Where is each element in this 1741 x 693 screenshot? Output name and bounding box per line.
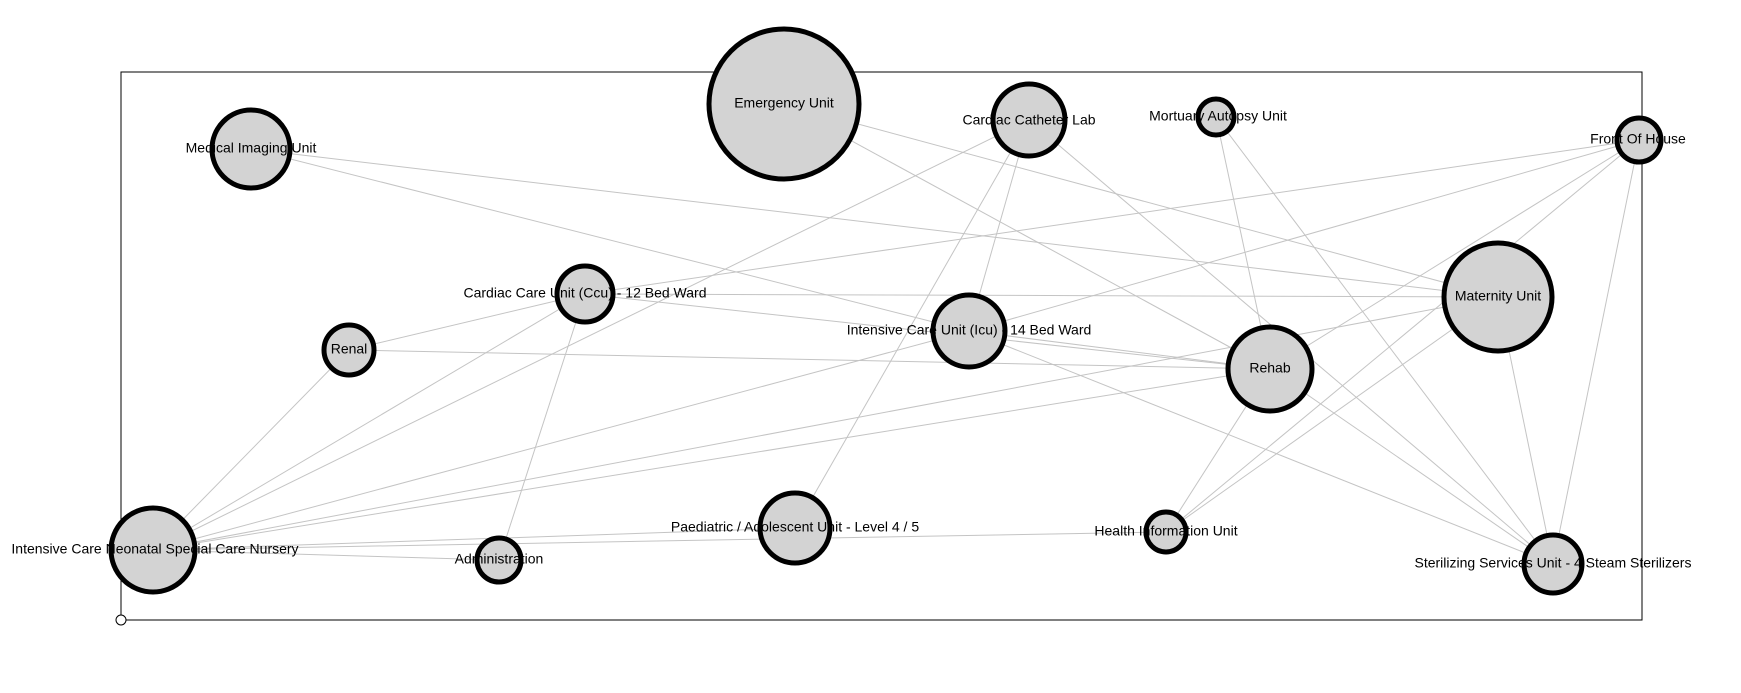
node-front-of-house[interactable]: Front Of House [1590,115,1686,165]
edge-mortuary-sterilizing [1215,116,1554,565]
node-circle-front-of-house[interactable] [1614,115,1664,165]
node-mortuary[interactable]: Mortuary Autopsy Unit [1149,96,1287,138]
edge-medical-imaging-icu [250,148,970,332]
frame-corner-handle[interactable] [115,614,127,626]
node-circle-administration[interactable] [474,535,524,585]
node-label-front-of-house: Front Of House [1590,131,1686,147]
edge-ccu-renal [348,293,586,351]
node-circle-medical-imaging[interactable] [209,107,293,191]
edge-emergency-rehab [783,103,1271,370]
edge-cardiac-cath-nicu [152,119,1030,551]
edge-ccu-administration [498,293,586,561]
node-label-ccu: Cardiac Care Unit (Ccu) - 12 Bed Ward [463,285,706,301]
edge-emergency-maternity [783,103,1499,298]
edge-icu-nicu [152,330,970,551]
edge-icu-sterilizing [968,330,1554,565]
node-label-rehab: Rehab [1249,360,1290,376]
node-label-medical-imaging: Medical Imaging Unit [186,140,317,156]
node-circle-mortuary[interactable] [1195,96,1237,138]
node-emergency[interactable]: Emergency Unit [706,26,862,182]
node-label-cardiac-cath: Cardiac Catheter Lab [962,112,1095,128]
node-maternity[interactable]: Maternity Unit [1441,240,1555,354]
node-label-renal: Renal [331,341,368,357]
edge-front-of-house-health-info [1165,139,1640,533]
edge-nicu-administration [152,549,500,561]
diagram-frame [120,71,1643,621]
node-cardiac-cath[interactable]: Cardiac Catheter Lab [962,81,1096,159]
edge-rehab-sterilizing [1269,368,1554,565]
node-label-health-info: Health Information Unit [1094,523,1237,539]
edge-front-of-house-rehab [1269,139,1640,370]
node-label-nicu: Intensive Care Neonatal Special Care Nur… [11,541,298,557]
node-medical-imaging[interactable]: Medical Imaging Unit [186,107,317,191]
node-circle-health-info[interactable] [1143,509,1189,555]
edge-front-of-house-icu [968,139,1640,332]
edge-front-of-house-ccu [584,139,1640,295]
edge-nicu-health-info [152,531,1167,551]
edge-ccu-rehab [584,293,1271,370]
edge-rehab-nicu [152,368,1271,551]
node-rehab[interactable]: Rehab [1225,324,1315,414]
edge-cardiac-cath-paediatric [794,119,1030,529]
node-administration[interactable]: Administration [455,535,544,585]
node-circle-icu[interactable] [930,292,1008,370]
edge-renal-nicu [152,349,350,551]
edge-front-of-house-sterilizing [1552,139,1640,565]
node-circle-nicu[interactable] [108,505,198,595]
node-circle-renal[interactable] [321,322,377,378]
node-paediatric[interactable]: Paediatric / Adolescent Unit - Level 4 /… [671,490,919,566]
node-circle-paediatric[interactable] [757,490,833,566]
node-label-emergency: Emergency Unit [734,95,834,111]
edge-icu-rehab [968,330,1271,370]
edge-renal-rehab [348,349,1271,370]
node-circle-ccu[interactable] [554,263,616,325]
edge-maternity-health-info [1165,296,1499,533]
node-label-mortuary: Mortuary Autopsy Unit [1149,108,1287,124]
edge-nicu-paediatric [152,527,796,551]
node-label-paediatric: Paediatric / Adolescent Unit - Level 4 /… [671,519,919,535]
node-label-administration: Administration [455,551,544,567]
node-circle-rehab[interactable] [1225,324,1315,414]
edge-medical-imaging-maternity [250,148,1499,298]
node-label-sterilizing: Sterilizing Services Unit - 4 Steam Ster… [1415,555,1692,571]
node-circle-emergency[interactable] [706,26,862,182]
node-circle-maternity[interactable] [1441,240,1555,354]
node-sterilizing[interactable]: Sterilizing Services Unit - 4 Steam Ster… [1415,532,1692,596]
node-ccu[interactable]: Cardiac Care Unit (Ccu) - 12 Bed Ward [463,263,707,325]
node-label-icu: Intensive Care Unit (Icu) - 14 Bed Ward [847,322,1092,338]
edge-ccu-nicu [152,293,586,551]
node-label-maternity: Maternity Unit [1455,288,1541,304]
edges-layer [152,103,1640,565]
node-nicu[interactable]: Intensive Care Neonatal Special Care Nur… [11,505,299,595]
edge-ccu-maternity [584,293,1499,298]
node-renal[interactable]: Renal [321,322,377,378]
node-icu[interactable]: Intensive Care Unit (Icu) - 14 Bed Ward [847,292,1092,370]
node-circle-sterilizing[interactable] [1521,532,1585,596]
node-circle-cardiac-cath[interactable] [990,81,1068,159]
node-health-info[interactable]: Health Information Unit [1094,509,1238,555]
